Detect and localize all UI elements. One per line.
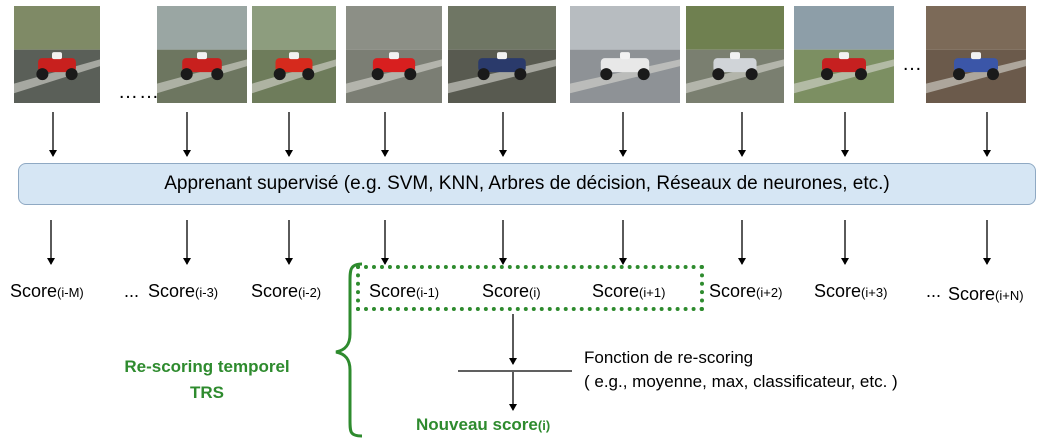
frame-background <box>448 6 556 50</box>
frame-track-stripe <box>346 59 442 94</box>
frame-car-cockpit <box>971 52 981 60</box>
frame-car-cockpit <box>730 52 740 60</box>
frame-car-cockpit <box>839 52 849 60</box>
score-ellipsis-left: ... <box>124 281 140 301</box>
frame-track-stripe <box>252 59 336 94</box>
score-i: Score(i) <box>482 281 541 301</box>
temporal-window-box <box>356 265 704 311</box>
frame-thumbnail-3 <box>252 6 336 103</box>
frame-track-stripe <box>448 59 556 94</box>
score-i-minus-m: Score(i-M) <box>10 281 84 301</box>
supervised-learner-box: Apprenant supervisé (e.g. SVM, KNN, Arbr… <box>18 163 1036 205</box>
frame-car-wheel <box>745 68 758 81</box>
frame-background <box>794 6 894 50</box>
frame-car-wheel <box>855 68 867 81</box>
frame-car-body <box>182 58 222 73</box>
frame-background <box>570 6 680 50</box>
frame-track-stripe <box>686 59 784 94</box>
score-i-minus-2: Score(i-2) <box>251 281 322 301</box>
score-i-plus-1: Score(i+1) <box>592 281 666 301</box>
frame-car-wheel <box>36 68 49 81</box>
frame-car-body <box>822 58 866 73</box>
frame-image-1 <box>14 6 100 103</box>
frame-thumbnail-7 <box>686 6 784 103</box>
frame-car-body <box>954 58 998 73</box>
frame-car-wheel <box>404 68 417 81</box>
frame-car-body <box>38 58 76 73</box>
frame-car-wheel <box>180 68 193 81</box>
frame-thumbnail-8 <box>794 6 894 103</box>
frame-car-cockpit <box>289 52 299 60</box>
score-i-plus-3: Score(i+3) <box>814 281 888 301</box>
frame-car-wheel <box>637 68 650 81</box>
frame-thumbnail-2 <box>157 6 247 103</box>
score-ellipsis-right: ... <box>926 281 942 301</box>
frame-car-wheel <box>65 68 78 81</box>
frame-car-body <box>600 58 650 73</box>
frame-background <box>14 6 100 50</box>
frame-thumbnail-1 <box>14 6 100 103</box>
new-score-label: Nouveau score(i) <box>416 415 551 434</box>
trs-curly-brace <box>335 262 363 438</box>
frame-image-8 <box>794 6 894 103</box>
frame-thumbnail-6 <box>570 6 680 103</box>
frame-image-2 <box>157 6 247 103</box>
frame-background <box>686 6 784 50</box>
frame-track-stripe <box>14 59 100 94</box>
frame-car-wheel <box>273 68 286 81</box>
frame-image-6 <box>570 6 680 103</box>
frame-car-wheel <box>712 68 725 81</box>
frame-car-wheel <box>211 68 224 81</box>
frame-car-body <box>713 58 757 73</box>
frame-car-cockpit <box>197 52 207 60</box>
frame-image-9 <box>926 6 1026 103</box>
score-i-plus-2: Score(i+2) <box>709 281 783 301</box>
frame-thumbnail-9 <box>926 6 1026 103</box>
score-i-minus-3: Score(i-3) <box>148 281 219 301</box>
frames-ellipsis-right: … <box>902 53 923 75</box>
supervised-learner-label: Apprenant supervisé (e.g. SVM, KNN, Arbr… <box>164 173 890 194</box>
rescoring-function-title: Fonction de re-scoring <box>584 348 754 367</box>
frame-car-cockpit <box>389 52 399 60</box>
frame-thumbnail-5 <box>448 6 556 103</box>
frames-ellipsis-left: …… <box>118 81 160 103</box>
frame-background <box>157 6 247 50</box>
frame-car-cockpit <box>52 52 62 60</box>
frame-track-stripe <box>926 59 1026 94</box>
frame-background <box>252 6 336 50</box>
frame-track-stripe <box>794 59 894 94</box>
frame-car-cockpit <box>620 52 630 60</box>
frame-car-wheel <box>953 68 965 81</box>
score-i-minus-1: Score(i-1) <box>369 281 440 301</box>
trs-title-line: Re-scoring temporel <box>124 357 290 376</box>
score-i-plus-n: Score(i+N) <box>948 284 1024 304</box>
frame-car-body <box>478 58 526 73</box>
frame-background <box>926 6 1026 50</box>
frame-car-wheel <box>302 68 315 81</box>
frame-car-wheel <box>371 68 384 81</box>
frame-track-stripe <box>157 59 247 94</box>
frame-car-wheel <box>987 68 999 81</box>
frame-image-3 <box>252 6 336 103</box>
rescoring-function-label: Fonction de re-scoring ( e.g., moyenne, … <box>584 346 898 394</box>
trs-label: Re-scoring temporel TRS <box>62 354 352 406</box>
trs-acronym: TRS <box>190 383 224 402</box>
rescoring-function-examples: ( e.g., moyenne, max, classificateur, et… <box>584 372 898 391</box>
frame-car-cockpit <box>497 52 507 60</box>
frame-track-stripe <box>570 59 680 94</box>
frame-car-wheel <box>477 68 490 81</box>
frame-image-7 <box>686 6 784 103</box>
frame-image-5 <box>448 6 556 103</box>
frame-car-wheel <box>600 68 613 81</box>
frame-background <box>346 6 442 50</box>
frame-car-body <box>372 58 416 73</box>
frame-car-wheel <box>821 68 833 81</box>
frame-car-body <box>275 58 313 73</box>
frame-thumbnail-4 <box>346 6 442 103</box>
frame-car-wheel <box>514 68 527 81</box>
frame-image-4 <box>346 6 442 103</box>
